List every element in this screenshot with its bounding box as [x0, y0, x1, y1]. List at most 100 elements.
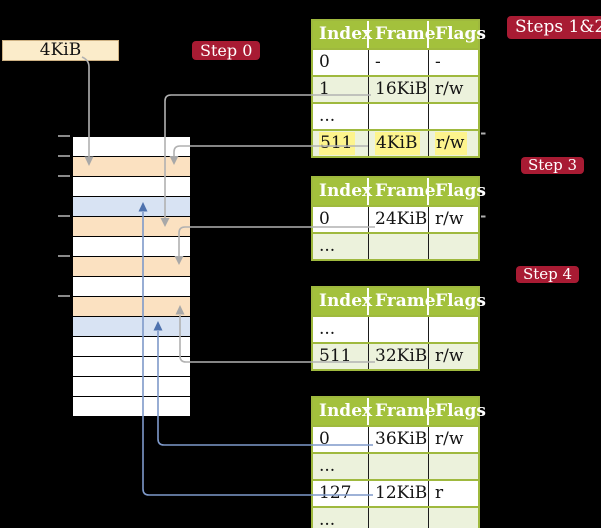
col-header-index: Index [313, 178, 372, 205]
cell-frame [369, 234, 429, 259]
memory-row-free [73, 177, 190, 197]
col-header-frame: Frame [369, 398, 436, 425]
col-header-flags: Flags [435, 401, 486, 421]
table-row: ... [313, 315, 478, 342]
step-0-label: Step 0 [192, 41, 261, 60]
cell-frame [369, 454, 429, 479]
col-header-flags: Flags [435, 181, 486, 201]
highlighted-value: 4KiB [375, 132, 421, 155]
cell-frame: 36KiB [369, 427, 429, 452]
memory-row-free [73, 377, 190, 397]
steps-1-2-label: Steps 1&2 [507, 16, 601, 39]
memory-row-table [73, 157, 190, 177]
cell-frame [369, 104, 429, 129]
memory-row-table [73, 217, 190, 237]
step-3-label: Step 3 [521, 157, 585, 174]
cell-index: 0 [313, 50, 369, 75]
col-header-index: Index [313, 398, 372, 425]
col-header-index: Index [313, 288, 372, 315]
address-tick [58, 295, 70, 297]
table-row: 0-- [313, 48, 478, 75]
cell-index: 511 [313, 131, 369, 156]
memory-row-free [73, 337, 190, 357]
table-row: ... [313, 102, 478, 129]
entry-stub-pt1-row511 [481, 132, 486, 135]
cell-index: ... [313, 454, 369, 479]
cell-index: ... [313, 234, 369, 259]
memory-row-table [73, 257, 190, 277]
memory-row-free [73, 277, 190, 297]
table-row: ... [313, 506, 478, 528]
cell-index: ... [313, 508, 369, 528]
root-frame-pointer-label: 4KiB [39, 40, 82, 60]
cell-frame: 16KiB [369, 77, 429, 102]
cell-index: 511 [313, 344, 369, 369]
root-frame-pointer-box: 4KiB [2, 40, 119, 61]
cell-flags [429, 317, 478, 342]
address-tick [58, 175, 70, 177]
address-tick [58, 155, 70, 157]
address-tick [58, 135, 70, 137]
memory-row-free [73, 357, 190, 377]
cell-index: 127 [313, 481, 369, 506]
memory-row-free [73, 397, 190, 416]
cell-frame: 12KiB [369, 481, 429, 506]
memory-row-free [73, 137, 190, 157]
cell-frame [369, 508, 429, 528]
cell-flags: r/w [429, 131, 478, 156]
cell-flags: r/w [435, 429, 464, 449]
col-header-flags: Flags [435, 24, 486, 44]
col-header-flags: Flags [435, 291, 486, 311]
cell-index: 1 [313, 77, 369, 102]
cell-index: 0 [313, 207, 369, 232]
physical-memory-column [72, 136, 191, 417]
cell-flags: r/w [435, 209, 464, 229]
cell-flags: r [435, 483, 444, 503]
col-header-frame: Frame [369, 21, 436, 48]
highlighted-value: r/w [435, 132, 468, 155]
address-tick [58, 215, 70, 217]
cell-index: 0 [313, 427, 369, 452]
cell-index: ... [313, 104, 369, 129]
cell-index: ... [313, 317, 369, 342]
memory-row-free [73, 237, 190, 257]
memory-row-table [73, 297, 190, 317]
cell-frame [369, 317, 429, 342]
highlighted-value: 511 [319, 132, 356, 155]
cell-frame: 4KiB [369, 131, 429, 156]
address-tick [58, 255, 70, 257]
cell-flags: - [435, 52, 441, 72]
cell-flags [429, 104, 478, 129]
col-header-index: Index [313, 21, 372, 48]
cell-frame: - [369, 50, 429, 75]
cell-frame: 32KiB [369, 344, 429, 369]
table-row: ... [313, 452, 478, 479]
cell-frame: 24KiB [369, 207, 429, 232]
memory-row-page [73, 197, 190, 217]
cell-flags: r/w [435, 346, 464, 366]
table-row: 511 4KiB r/w [313, 129, 478, 156]
memory-row-page [73, 317, 190, 337]
step-4-label: Step 4 [516, 266, 580, 283]
cell-flags [429, 508, 478, 528]
table-row: ... [313, 232, 478, 259]
cell-flags [429, 454, 478, 479]
col-header-frame: Frame [369, 288, 436, 315]
cell-flags: r/w [435, 79, 464, 99]
col-header-frame: Frame [369, 178, 436, 205]
entry-stub-pt2-row0 [481, 215, 486, 218]
cell-flags [429, 234, 478, 259]
